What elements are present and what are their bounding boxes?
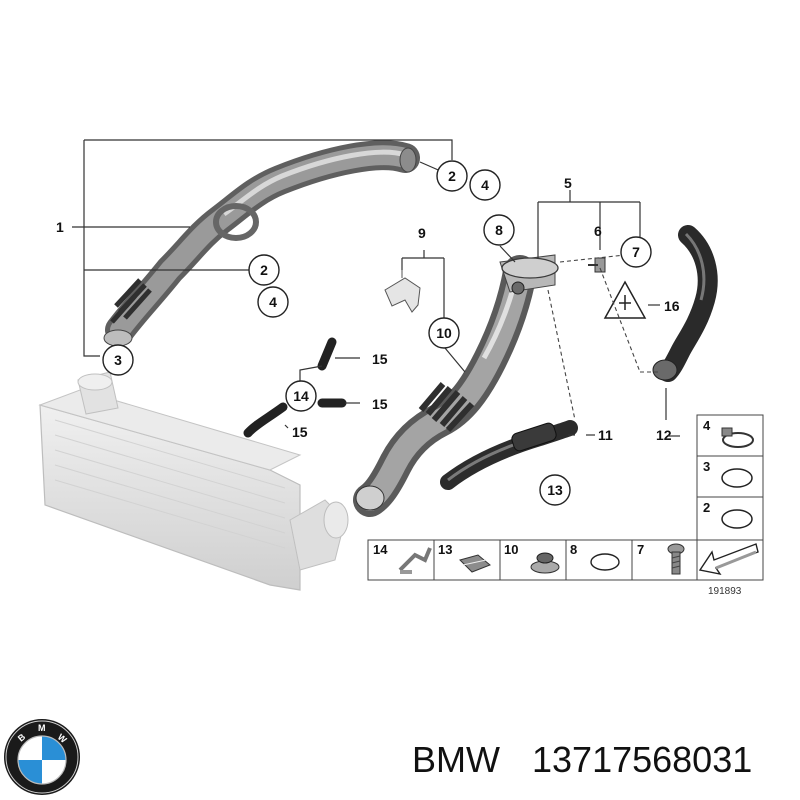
charge-air-pipe-upper	[103, 140, 420, 347]
callout-15-b: 15	[372, 396, 388, 412]
reference-number: 191893	[708, 586, 742, 597]
callout-circle-6: 6	[594, 223, 602, 239]
callout-12: 12	[656, 427, 672, 443]
table-cell-4-label: 4	[703, 418, 711, 433]
callout-5: 5	[564, 175, 572, 191]
svg-text:4: 4	[481, 177, 489, 193]
hose-part-12	[652, 225, 718, 382]
table-cell-2-label: 2	[703, 500, 710, 515]
table-cell-13-label: 13	[438, 542, 452, 557]
svg-text:13: 13	[547, 482, 563, 498]
screw-icon	[667, 543, 685, 575]
callout-circle-10: 10	[428, 317, 460, 349]
svg-text:B: B	[16, 731, 28, 743]
svg-text:14: 14	[293, 388, 309, 404]
brand-name: BMW	[412, 739, 500, 780]
callout-11: 11	[598, 427, 613, 443]
o-ring-icon-3	[721, 468, 753, 488]
svg-text:3: 3	[114, 352, 122, 368]
callout-circle-2-mid: 2	[248, 254, 280, 286]
part-number: 13717568031	[532, 739, 752, 780]
callout-circle-7: 7	[620, 236, 652, 268]
callout-1: 1	[56, 219, 64, 235]
callout-15-c: 15	[292, 424, 308, 440]
small-hoses-part-15	[243, 337, 347, 438]
svg-text:10: 10	[436, 325, 452, 341]
grommet-icon	[530, 552, 560, 574]
callout-circle-2-top: 2	[436, 160, 468, 192]
table-cell-10-label: 10	[504, 542, 518, 557]
callout-16: 16	[664, 298, 680, 314]
hose-part-11	[440, 420, 578, 490]
svg-text:6: 6	[594, 223, 602, 239]
callout-circle-4-top: 4	[469, 169, 501, 201]
o-ring-icon-2	[721, 509, 753, 529]
intercooler	[38, 371, 349, 591]
clip-icon	[459, 554, 491, 573]
callout-circle-8: 8	[483, 214, 515, 246]
callout-15-a: 15	[372, 351, 388, 367]
charge-air-pipe-main	[353, 254, 559, 517]
bmw-logo: B M W	[4, 719, 80, 795]
bracket-part-9	[384, 270, 421, 313]
svg-text:4: 4	[269, 294, 277, 310]
table-cell-14-label: 14	[373, 542, 388, 557]
callout-circle-13: 13	[539, 474, 571, 506]
callout-circle-14: 14	[285, 380, 317, 412]
warning-triangle-icon	[603, 280, 647, 319]
callout-circle-4-mid: 4	[257, 286, 289, 318]
svg-text:2: 2	[260, 262, 268, 278]
callout-9: 9	[418, 225, 426, 241]
seal-ring-icon	[590, 553, 620, 571]
table-cell-7-label: 7	[637, 542, 644, 557]
svg-text:M: M	[38, 723, 46, 733]
table-cell-3-label: 3	[703, 459, 710, 474]
pressure-sensor	[588, 257, 606, 273]
callout-circle-3: 3	[102, 344, 134, 376]
svg-text:7: 7	[632, 244, 640, 260]
hose-fitting-icon	[398, 547, 432, 574]
svg-text:8: 8	[495, 222, 503, 238]
hose-clamp-icon	[721, 427, 754, 448]
table-cell-8-label: 8	[570, 542, 577, 557]
arrow-icon	[698, 543, 759, 576]
svg-text:2: 2	[448, 168, 456, 184]
